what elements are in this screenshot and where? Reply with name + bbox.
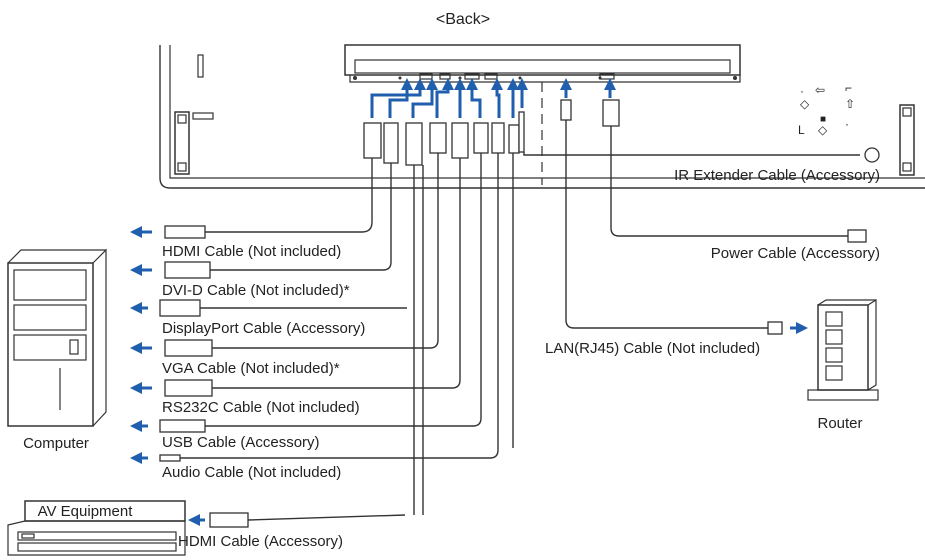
label-power-cable: Power Cable (Accessory) [711,245,880,262]
monitor-back: · ⇦ ⌐ ◇ ⇧ ■ L ◇ · [159,44,925,189]
svg-text:L: L [798,123,805,137]
svg-text:⇧: ⇧ [845,97,855,111]
monitor-side-plugs [363,99,620,166]
svg-text:◇: ◇ [800,97,810,111]
svg-text:·: · [800,84,804,98]
label-rs232c-cable: RS232C Cable (Not included) [162,399,360,416]
label-dvi-cable: DVI-D Cable (Not included)* [162,282,350,299]
label-dp-cable: DisplayPort Cable (Accessory) [162,320,365,337]
cable-labels: HDMI Cable (Not included) DVI-D Cable (N… [162,167,880,550]
cable-runs [180,120,880,521]
computer-label: Computer [23,435,89,452]
label-hdmi-cable: HDMI Cable (Not included) [162,243,341,260]
diagram-title: <Back> [436,11,490,28]
label-ir-cable: IR Extender Cable (Accessory) [674,167,880,184]
router-label: Router [817,415,862,432]
label-usb-cable: USB Cable (Accessory) [162,434,320,451]
computer-side-plugs [130,225,249,528]
svg-text:⌐: ⌐ [845,81,852,95]
label-audio-cable: Audio Cable (Not included) [162,464,341,481]
label-lan-cable: LAN(RJ45) Cable (Not included) [545,340,760,357]
port-indicators [370,78,616,118]
computer-device: Computer [7,248,107,452]
svg-text:◇: ◇ [818,123,828,137]
svg-text:■: ■ [820,114,826,125]
svg-text:⇦: ⇦ [815,83,825,97]
label-av-hdmi-cable: HDMI Cable (Accessory) [178,533,343,550]
av-equipment-device: AV Equipment [7,500,186,556]
label-vga-cable: VGA Cable (Not included)* [162,360,340,377]
router-device: Router [807,298,879,432]
svg-text:·: · [845,117,849,131]
av-equipment-label: AV Equipment [38,503,134,520]
